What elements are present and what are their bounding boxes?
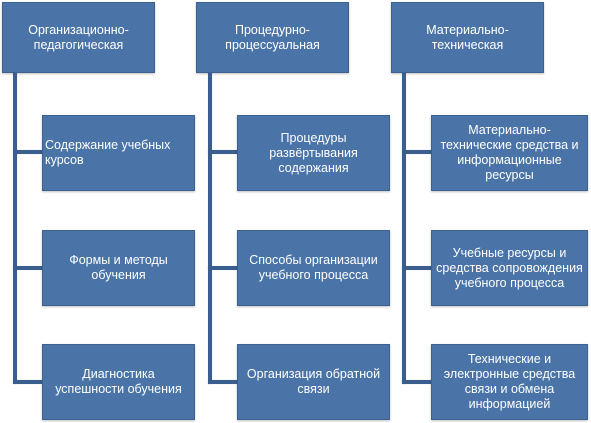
connector-col2-vertical — [208, 73, 212, 384]
header-procedural-label: Процедурно- процессуальная — [225, 22, 320, 52]
connector-col2-item2 — [208, 266, 237, 270]
box-technical-means-resources-label: Материально-технические средства и инфор… — [440, 123, 579, 182]
connector-col3-vertical — [402, 73, 406, 384]
box-learning-resources: Учебные ресурсы и средства сопровождения… — [431, 230, 588, 306]
connector-col2-item3 — [208, 380, 237, 384]
connector-col2-item1 — [208, 150, 237, 154]
box-course-content-label: Содержание учебных курсов — [45, 138, 171, 167]
header-organizational-pedagogical: Организационно- педагогическая — [2, 2, 155, 73]
connector-col1-item2 — [13, 266, 42, 270]
box-learning-diagnostics: Диагностика успешности обучения — [42, 344, 195, 420]
box-content-deployment-label: Процедуры развёртывания содержания — [269, 130, 358, 175]
box-content-deployment: Процедуры развёртывания содержания — [237, 115, 390, 191]
header-organizational-pedagogical-label: Организационно- педагогическая — [28, 22, 129, 52]
box-process-organization-label: Способы организации учебного процесса — [249, 253, 378, 282]
connector-col3-item2 — [402, 266, 431, 270]
connector-col1-item1 — [13, 150, 42, 154]
connector-col1-item3 — [13, 380, 42, 384]
box-feedback-organization: Организация обратной связи — [237, 344, 390, 420]
header-material-technical: Материально- техническая — [391, 2, 544, 73]
box-process-organization: Способы организации учебного процесса — [237, 230, 390, 306]
box-forms-methods-label: Формы и методы обучения — [69, 253, 168, 282]
box-communication-means-label: Технические и электронные средства связи… — [443, 352, 576, 411]
box-course-content: Содержание учебных курсов — [42, 115, 195, 191]
box-forms-methods: Формы и методы обучения — [42, 230, 195, 306]
connector-col3-item1 — [402, 150, 431, 154]
connector-col3-item3 — [402, 380, 431, 384]
box-technical-means-resources: Материально-технические средства и инфор… — [431, 115, 588, 191]
header-procedural: Процедурно- процессуальная — [196, 2, 349, 73]
box-communication-means: Технические и электронные средства связи… — [431, 344, 588, 420]
connector-col1-vertical — [13, 73, 17, 384]
box-learning-diagnostics-label: Диагностика успешности обучения — [55, 367, 182, 396]
header-material-technical-label: Материально- техническая — [426, 22, 509, 52]
box-feedback-organization-label: Организация обратной связи — [246, 367, 381, 396]
box-learning-resources-label: Учебные ресурсы и средства сопровождения… — [436, 245, 583, 290]
